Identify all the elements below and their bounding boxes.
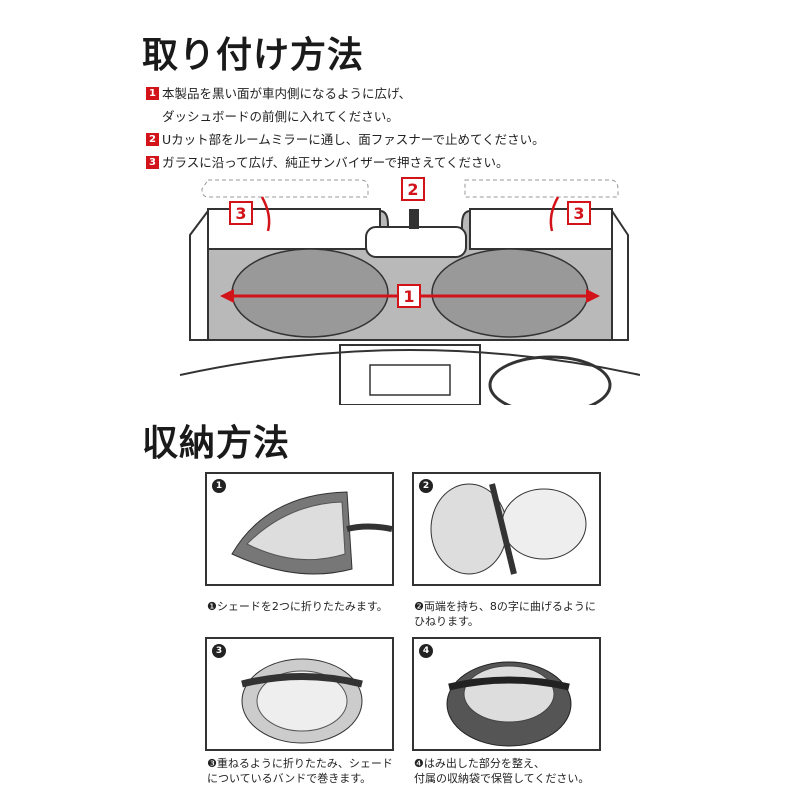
step-text: Uカット部をルームミラーに通し、面ファスナーで止めてください。 xyxy=(162,132,545,147)
store-illustration xyxy=(446,661,572,747)
left-visor-up-outline xyxy=(201,179,369,198)
storage-title: 収納方法 xyxy=(142,423,291,464)
label-1: 1 xyxy=(403,287,414,306)
curve-arrow-right xyxy=(549,196,560,232)
fold-illustration xyxy=(231,491,392,575)
step-number-badge: 2 xyxy=(146,133,159,146)
console-display xyxy=(369,364,451,396)
caption-line: についているバンドで巻きます。 xyxy=(207,772,372,785)
panel-number-badge: 4 xyxy=(419,644,433,658)
storage-caption-4: ❹はみ出した部分を整え、 付属の収納袋で保管してください。 xyxy=(414,756,589,786)
shade-circle-left xyxy=(231,248,389,338)
center-console xyxy=(339,344,481,405)
install-step-1: 1 本製品を黒い面が車内側になるように広げ、 xyxy=(146,82,545,105)
installation-diagram: 1 2 3 3 xyxy=(180,177,640,405)
panel-number-badge: 1 xyxy=(212,479,226,493)
rearview-mirror xyxy=(365,226,467,258)
caption-line: ❸重ねるように折りたたみ、シェード xyxy=(207,757,393,770)
panel-number-badge: 2 xyxy=(419,479,433,493)
caption-line: ❹はみ出した部分を整え、 xyxy=(414,757,545,770)
caption-line: ひねります。 xyxy=(414,615,479,628)
storage-caption-3: ❸重ねるように折りたたみ、シェード についているバンドで巻きます。 xyxy=(207,756,393,786)
caption-line: ❷両端を持ち、8の字に曲げるように xyxy=(414,600,596,613)
label-3-right: 3 xyxy=(573,204,584,223)
right-visor-up-outline xyxy=(464,179,619,198)
roll-illustration xyxy=(241,658,363,744)
label-2: 2 xyxy=(407,180,418,199)
caption-line: 付属の収納袋で保管してください。 xyxy=(414,772,590,785)
install-step-1-cont: ダッシュボードの前側に入れてください。 xyxy=(162,105,545,128)
storage-panel-1: 1 xyxy=(205,472,394,586)
label-3-left: 3 xyxy=(235,204,246,223)
dashboard xyxy=(180,349,640,376)
left-pillar xyxy=(189,210,209,341)
right-pillar xyxy=(611,210,629,341)
twist-illustration xyxy=(430,483,587,575)
step-text: 本製品を黒い面が車内側になるように広げ、 xyxy=(162,86,412,101)
step-text: ダッシュボードの前側に入れてください。 xyxy=(162,109,399,124)
curve-arrow-left xyxy=(260,196,271,232)
install-title: 取り付け方法 xyxy=(142,35,365,76)
storage-panel-3: 3 xyxy=(205,637,394,751)
storage-caption-2: ❷両端を持ち、8の字に曲げるように ひねります。 xyxy=(414,599,596,629)
step-text: ガラスに沿って広げ、純正サンバイザーで押さえてください。 xyxy=(162,155,509,170)
storage-panel-4: 4 xyxy=(412,637,601,751)
install-step-2: 2 Uカット部をルームミラーに通し、面ファスナーで止めてください。 xyxy=(146,128,545,151)
storage-panel-2: 2 xyxy=(412,472,601,586)
panel-number-badge: 3 xyxy=(212,644,226,658)
install-step-3: 3 ガラスに沿って広げ、純正サンバイザーで押さえてください。 xyxy=(146,151,545,174)
arrow-head-right xyxy=(586,289,600,303)
storage-caption-1: ❶シェードを2つに折りたたみます。 xyxy=(207,599,388,614)
steering-wheel xyxy=(488,355,612,405)
arrow-head-left xyxy=(220,289,234,303)
step-number-badge: 1 xyxy=(146,87,159,100)
step-number-badge: 3 xyxy=(146,156,159,169)
caption-line: ❶シェードを2つに折りたたみます。 xyxy=(207,600,388,613)
mirror-stem xyxy=(409,209,419,229)
install-steps: 1 本製品を黒い面が車内側になるように広げ、 ダッシュボードの前側に入れてくださ… xyxy=(146,82,545,174)
shade-circle-right xyxy=(431,248,589,338)
